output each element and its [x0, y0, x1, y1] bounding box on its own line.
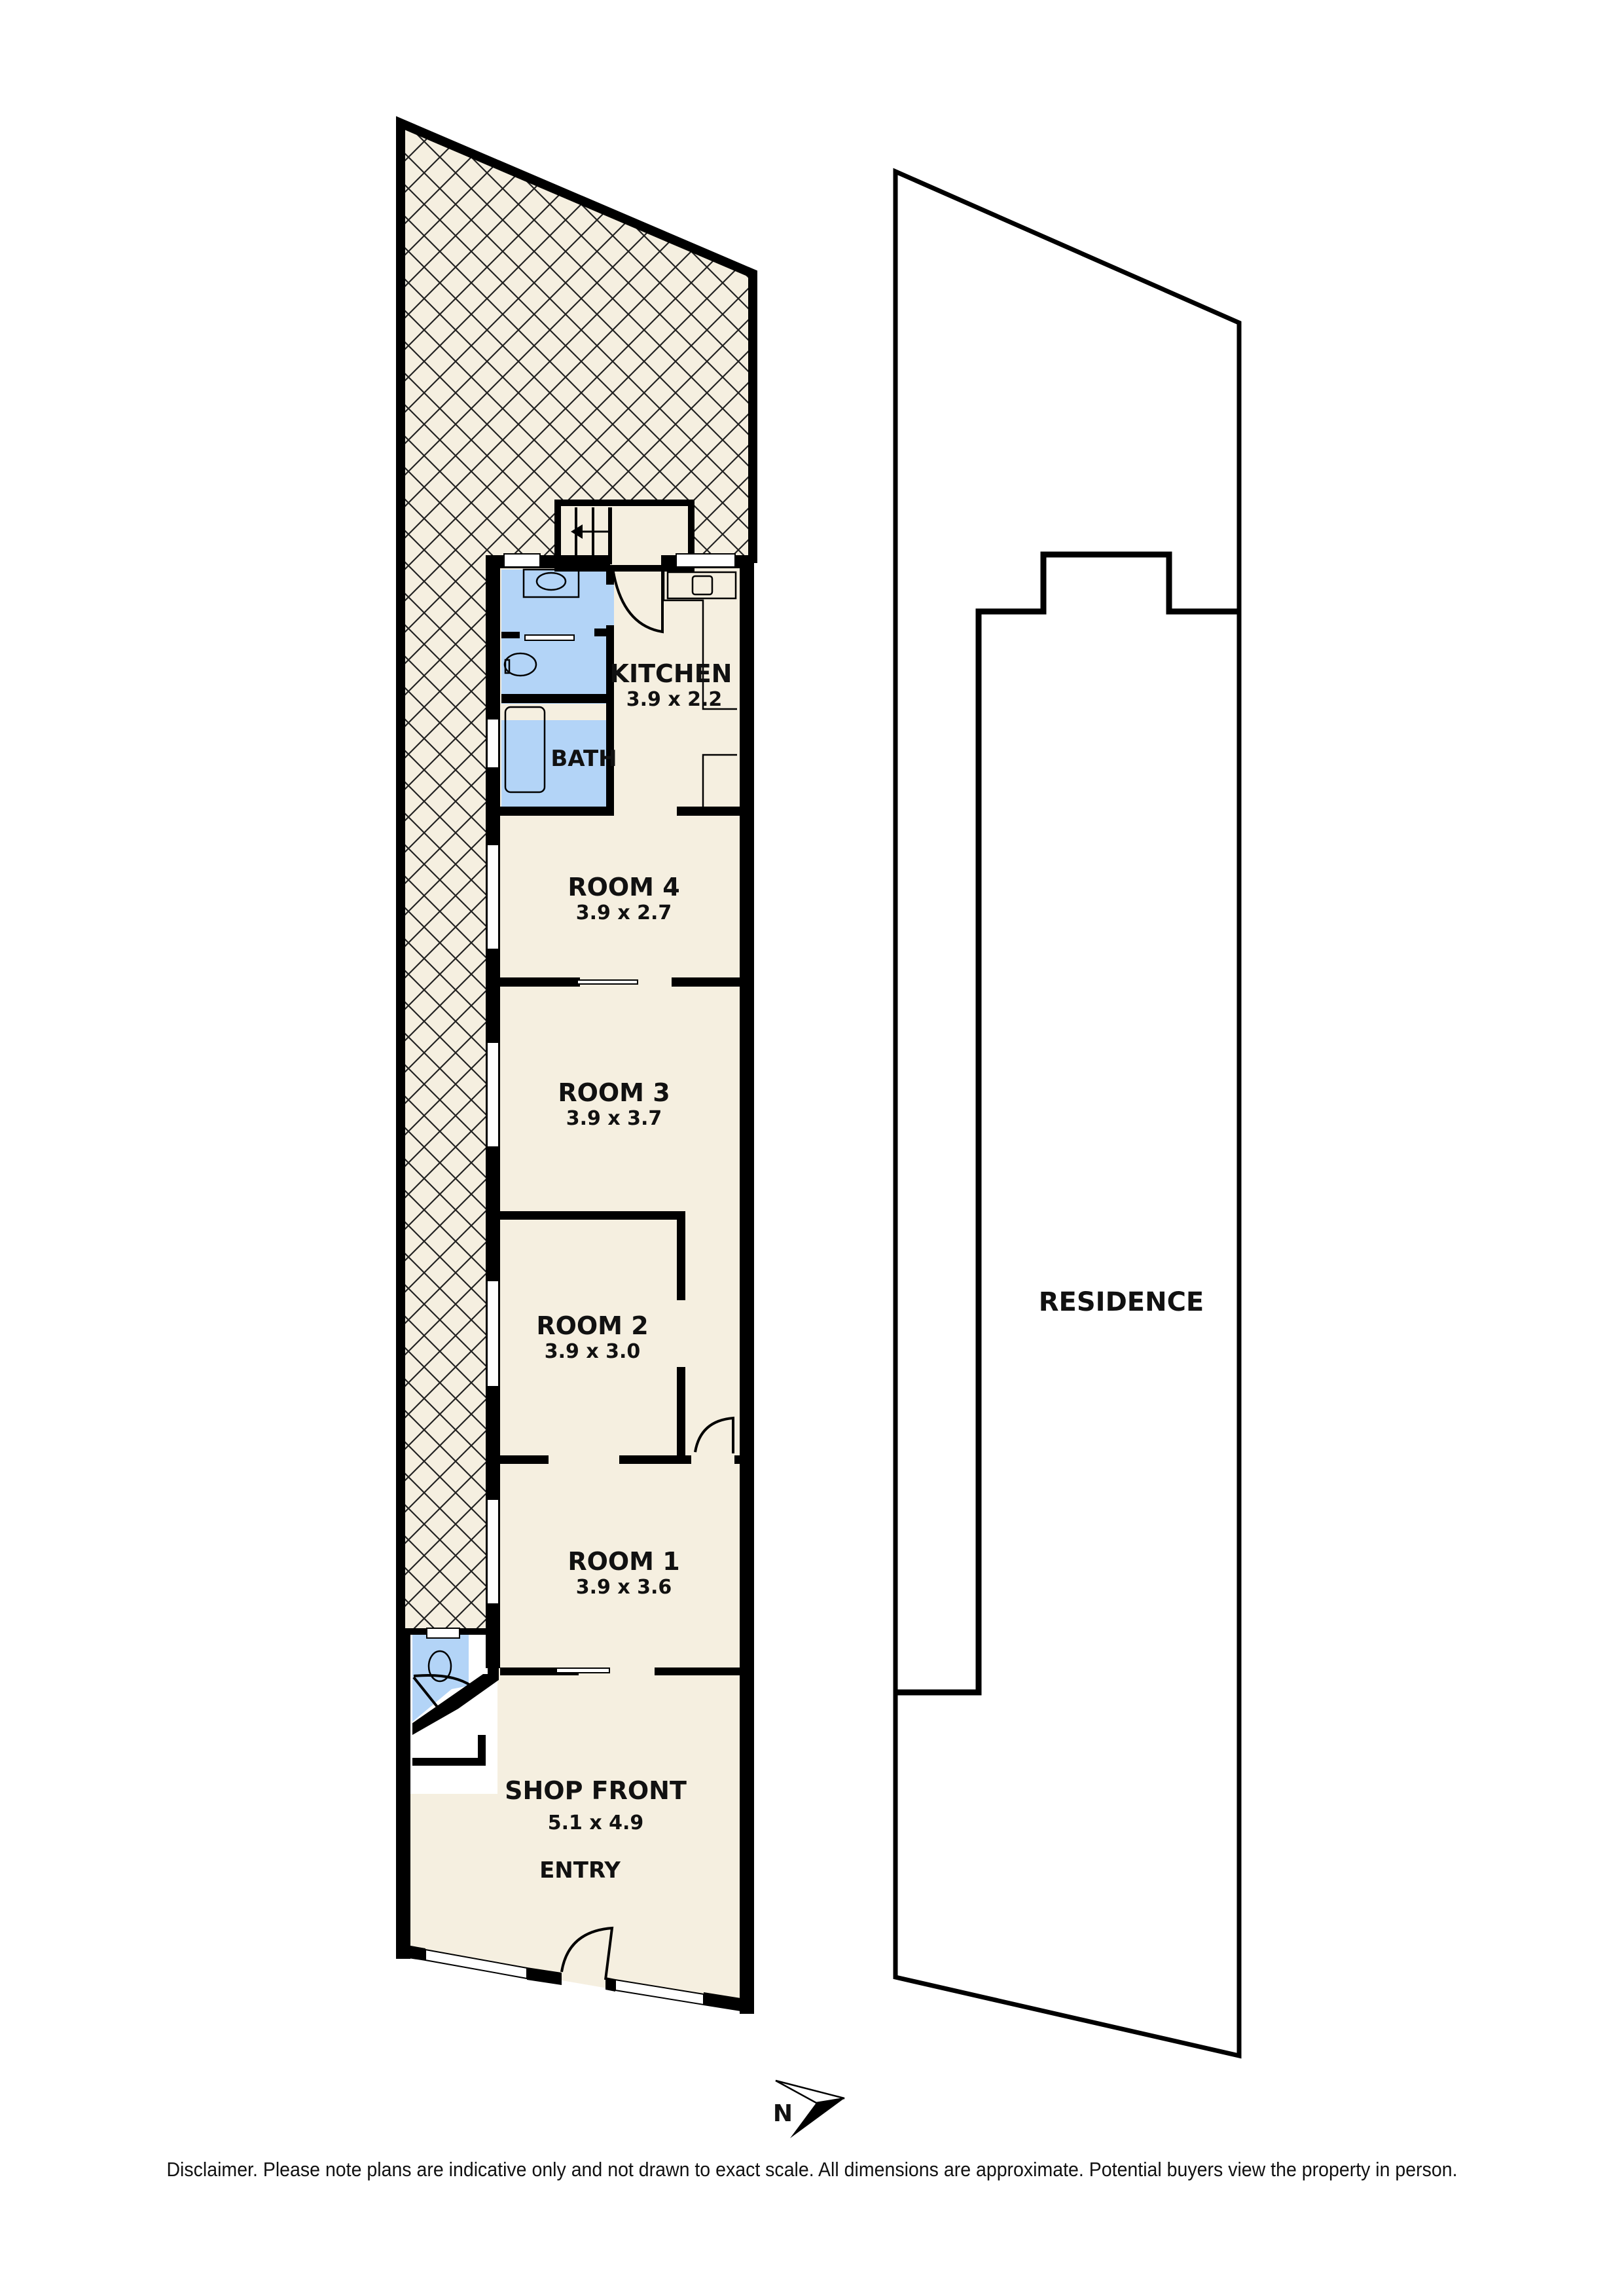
room-dim-room1: 3.9 x 3.6	[576, 1576, 672, 1599]
window	[425, 1948, 528, 1980]
room-dim-room4: 3.9 x 2.7	[576, 902, 672, 924]
window	[486, 718, 499, 769]
room-labels: KITCHEN 3.9 x 2.2 BATH ROOM 4 3.9 x 2.7 …	[505, 659, 732, 1884]
basin-icon	[535, 572, 567, 591]
stairs-arrow-icon	[571, 524, 583, 539]
vanity	[522, 568, 580, 598]
disclaimer-text: Disclaimer. Please note plans are indica…	[166, 2158, 1458, 2181]
room-label-shop-front: SHOP FRONT	[505, 1776, 687, 1805]
room-label-room1: ROOM 1	[568, 1547, 679, 1576]
window	[503, 553, 541, 568]
compass: N	[773, 2079, 845, 2138]
sliding-doors	[524, 634, 638, 1673]
room-label-room2: ROOM 2	[536, 1311, 648, 1340]
room-dim-shop-front: 5.1 x 4.9	[548, 1812, 644, 1834]
kitchen-sink-icon	[666, 571, 737, 600]
floor-areas	[409, 504, 753, 2013]
window	[486, 844, 499, 950]
bath-area	[501, 720, 614, 815]
entry-door	[560, 1926, 614, 1980]
room-label-room3: ROOM 3	[558, 1078, 670, 1107]
residence-outline	[893, 168, 1242, 2059]
window	[486, 1499, 499, 1605]
front-toilet-icon	[427, 1650, 452, 1683]
bathtub-icon	[504, 706, 546, 793]
room-label-entry: ENTRY	[539, 1857, 621, 1884]
room-dim-kitchen: 3.9 x 2.2	[626, 688, 723, 711]
north-arrow-icon	[775, 2079, 845, 2138]
windows	[425, 553, 736, 2006]
rear-stairs	[554, 500, 695, 572]
room1-door	[694, 1416, 734, 1453]
window	[486, 1280, 499, 1387]
compass-label: N	[773, 2100, 793, 2127]
room-dim-room3: 3.9 x 3.7	[566, 1107, 662, 1130]
room-label-room4: ROOM 4	[568, 873, 679, 902]
room-label-kitchen: KITCHEN	[610, 659, 732, 688]
window	[676, 553, 736, 568]
window	[426, 1628, 460, 1639]
window	[615, 1978, 704, 2006]
rear-door	[611, 568, 664, 634]
room-dim-room2: 3.9 x 3.0	[545, 1340, 641, 1363]
window	[486, 1042, 499, 1148]
room-label-bath: BATH	[550, 746, 617, 772]
fixtures	[427, 567, 737, 1683]
residence-label: RESIDENCE	[1039, 1287, 1204, 1317]
